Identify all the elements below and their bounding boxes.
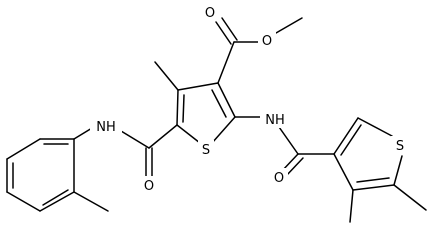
right-thiophene-sulfur: S bbox=[396, 139, 404, 154]
bond-right-ring-c5-methyl bbox=[393, 184, 427, 211]
bond-benzene-5-6 bbox=[39, 191, 75, 212]
right-amide-nh: NH bbox=[265, 113, 285, 128]
bonds bbox=[6, 17, 427, 223]
bond-amide-c-n bbox=[120, 130, 150, 149]
bond-ester-c-o-double-1 bbox=[215, 21, 232, 45]
right-amide-oxygen: O bbox=[274, 171, 284, 186]
main-thiophene-sulfur: S bbox=[202, 143, 210, 158]
bond-right-ring-c5-c4 bbox=[352, 184, 395, 191]
bond-benzene-5-6-inner bbox=[42, 189, 69, 206]
bond-ester-o-methyl bbox=[275, 17, 303, 34]
bond-ring-s-c2 bbox=[211, 116, 236, 144]
ester-carbonyl-oxygen: O bbox=[205, 6, 215, 21]
bond-ring-c3-c2-a bbox=[217, 82, 236, 118]
bond-benzene-4-5 bbox=[6, 191, 41, 212]
bond-ring-c4-c5-b bbox=[182, 94, 185, 123]
bond-benzene-methyl bbox=[73, 191, 109, 212]
bond-benzene-2-3 bbox=[6, 138, 41, 160]
bond-ring-c4-methyl bbox=[154, 61, 179, 91]
bond-n-amide-c bbox=[278, 126, 299, 155]
bond-right-amide-o-double-2 bbox=[285, 157, 304, 177]
bond-right-ring-c4-methyl bbox=[349, 189, 354, 223]
bond-ring-c3-c4 bbox=[177, 82, 219, 91]
bond-ester-c-o-double-2 bbox=[221, 17, 238, 41]
bond-ring-c4-c5-a bbox=[176, 89, 179, 126]
bond-right-ring-c4-c3 bbox=[333, 153, 354, 191]
bond-right-ring-s-c5 bbox=[393, 155, 403, 186]
ester-methoxy-oxygen: O bbox=[262, 34, 272, 49]
bond-right-ring-c2-s bbox=[357, 117, 393, 137]
bond-ring-c3-ester-c bbox=[217, 41, 235, 84]
bond-right-ring-c3-c2 bbox=[333, 117, 359, 155]
bond-right-ring-c3-c2-inner bbox=[340, 124, 362, 156]
left-amide-nh: NH bbox=[96, 120, 116, 135]
bond-c5-amide-c bbox=[148, 124, 178, 149]
bond-ring-c5-s bbox=[176, 124, 201, 144]
atom-labels: O O NH O S NH O S bbox=[90, 4, 409, 194]
bond-ring-c3-c2-b bbox=[211, 89, 227, 118]
bond-right-ring-c5-c4-inner bbox=[356, 177, 390, 183]
left-amide-oxygen: O bbox=[144, 179, 154, 194]
